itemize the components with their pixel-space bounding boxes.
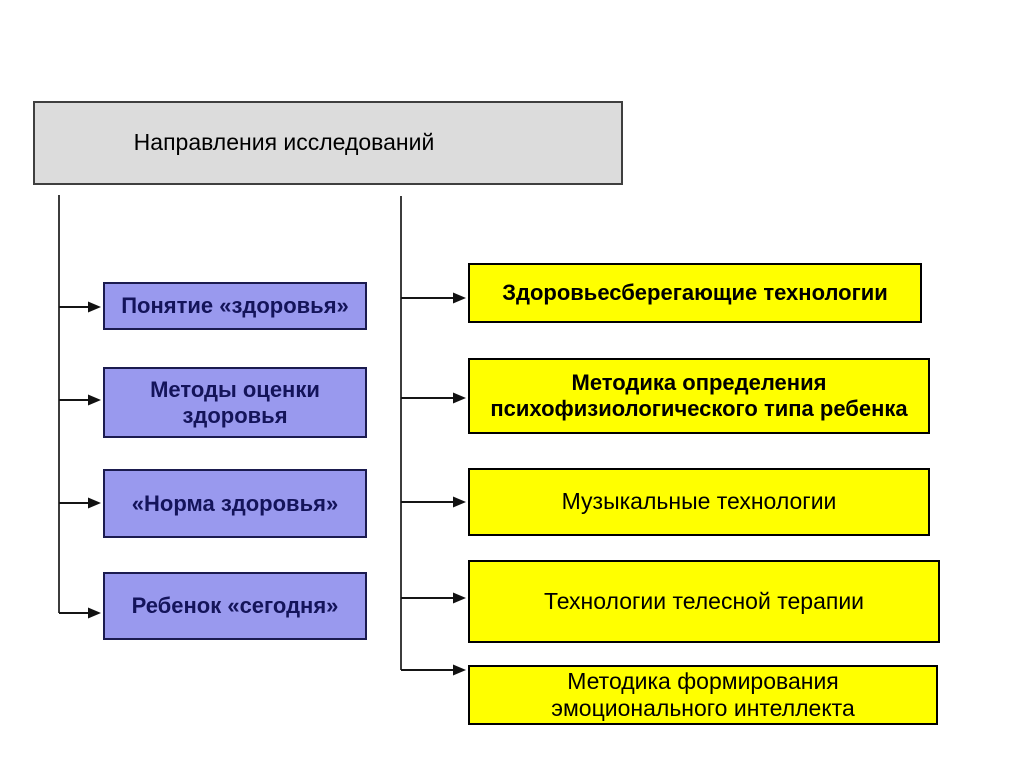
arrowhead-icon (88, 301, 101, 313)
connector-left-3 (59, 497, 101, 509)
connector-left-2 (59, 394, 101, 406)
arrowhead-icon (453, 592, 466, 604)
arrowhead-icon (453, 664, 466, 676)
left-topic-label: Ребенок «сегодня» (131, 593, 339, 619)
arrowhead-icon (453, 496, 466, 508)
connector-right-1 (401, 292, 466, 304)
left-topic-label: «Норма здоровья» (131, 490, 339, 516)
right-topic-label: Здоровьесберегающие технологии (502, 280, 888, 306)
right-topic-box-1: Здоровьесберегающие технологии (468, 263, 922, 323)
right-topic-box-2: Методика определения психофизиологическо… (468, 358, 930, 434)
arrowhead-icon (453, 292, 466, 304)
arrowhead-icon (453, 392, 466, 404)
arrowhead-icon (88, 497, 101, 509)
diagram-title-box: Направления исследований (33, 101, 623, 185)
left-topic-box-3: «Норма здоровья» (103, 469, 367, 538)
right-topic-label: Методика формирования эмоционального инт… (551, 667, 855, 721)
left-topic-box-4: Ребенок «сегодня» (103, 572, 367, 640)
right-topic-label: Музыкальные технологии (561, 488, 837, 515)
left-topic-box-2: Методы оценки здоровья (103, 367, 367, 438)
connector-left-1 (59, 301, 101, 313)
left-topic-box-1: Понятие «здоровья» (103, 282, 367, 330)
right-topic-label: Технологии телесной терапии (543, 587, 865, 614)
right-topic-label: Методика определения психофизиологическо… (490, 370, 908, 421)
connector-right-2 (401, 392, 466, 404)
connector-left-4 (59, 607, 101, 619)
arrowhead-icon (88, 607, 101, 619)
left-topic-label: Методы оценки здоровья (150, 376, 320, 428)
connector-right-5 (401, 664, 466, 676)
arrowhead-icon (88, 394, 101, 406)
diagram-title: Направления исследований (133, 129, 435, 156)
left-topic-label: Понятие «здоровья» (121, 293, 349, 319)
right-topic-box-5: Методика формирования эмоционального инт… (468, 665, 938, 725)
right-topic-box-4: Технологии телесной терапии (468, 560, 940, 643)
connector-right-4 (401, 592, 466, 604)
connector-right-3 (401, 496, 466, 508)
right-topic-box-3: Музыкальные технологии (468, 468, 930, 536)
